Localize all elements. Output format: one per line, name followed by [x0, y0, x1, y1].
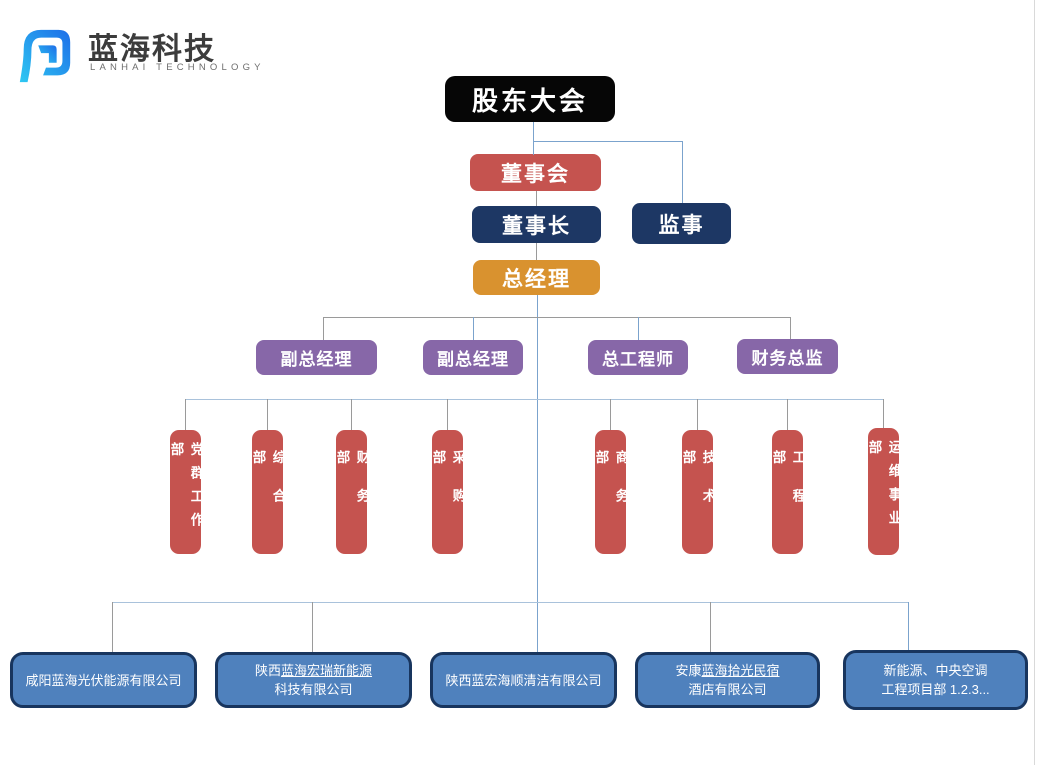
- lanhai-logo-icon: [19, 29, 71, 83]
- connector-line: [787, 399, 788, 430]
- company-text: 陕西: [254, 663, 281, 678]
- finance-director-label: 财务总监: [751, 349, 824, 368]
- company-line: 科技有限公司: [274, 682, 353, 697]
- finance-director-box: 财务总监: [737, 339, 838, 374]
- company-link-text[interactable]: 蓝海拾光民宿: [701, 663, 780, 678]
- connector-line: [710, 602, 711, 652]
- chairman-label: 董事长: [502, 214, 571, 238]
- connector-line: [312, 602, 313, 652]
- connector-line: [536, 243, 537, 260]
- shareholders-meeting-box: 股东大会: [445, 76, 615, 122]
- company-line: 安康蓝海拾光民宿: [675, 661, 779, 680]
- connector-line: [351, 399, 352, 430]
- deputy-gm-2-box: 副总经理: [423, 340, 523, 375]
- connector-line: [185, 399, 186, 430]
- connector-line: [533, 122, 534, 155]
- chairman-box: 董事长: [472, 206, 601, 243]
- chief-engineer-label: 总工程师: [602, 350, 674, 369]
- dept-operations-box: 运维事业部: [868, 428, 899, 555]
- dept-technology-box: 技术部: [682, 430, 713, 554]
- connector-line: [473, 317, 474, 340]
- supervisor-box: 监事: [632, 203, 731, 244]
- company-line: 咸阳蓝海光伏能源有限公司: [25, 671, 181, 690]
- company-line: 酒店有限公司: [688, 682, 767, 697]
- chief-engineer-box: 总工程师: [588, 340, 688, 375]
- dept-business-label: 商务部: [595, 450, 626, 527]
- connector-line: [537, 295, 538, 652]
- connector-line: [883, 399, 884, 428]
- dept-engineering-label: 工程部: [772, 450, 803, 527]
- company-text: 新能源、中央空调: [883, 663, 988, 678]
- company-line: 新能源、中央空调: [883, 661, 987, 680]
- dept-procurement-label: 采购部: [432, 450, 463, 527]
- company-line: 陕西蓝海宏瑞新能源: [255, 661, 372, 680]
- company-haishun-cleaning-box: 陕西蓝宏海顺清洁有限公司: [430, 652, 617, 708]
- board-of-directors-box: 董事会: [470, 154, 601, 191]
- connector-line: [790, 317, 791, 339]
- dept-general-box: 综合部: [252, 430, 283, 554]
- deputy-gm-1-box: 副总经理: [256, 340, 377, 375]
- general-manager-box: 总经理: [473, 260, 600, 295]
- connector-line: [533, 141, 683, 142]
- connector-line: [112, 602, 113, 652]
- connector-line: [682, 141, 683, 203]
- deputy-gm-2-label: 副总经理: [437, 350, 509, 369]
- connector-line: [186, 399, 884, 400]
- company-project-dept-box: 新能源、中央空调 工程项目部 1.2.3...: [843, 650, 1028, 710]
- dept-general-label: 综合部: [252, 450, 283, 527]
- connector-line: [323, 317, 324, 340]
- dept-party-affairs-label: 党群工作部: [170, 442, 201, 536]
- dept-finance-label: 财务部: [336, 450, 367, 527]
- deputy-gm-1-label: 副总经理: [280, 350, 353, 369]
- connector-line: [610, 399, 611, 430]
- company-hongrui-energy-box: 陕西蓝海宏瑞新能源 科技有限公司: [215, 652, 412, 708]
- connector-line: [267, 399, 268, 430]
- connector-line: [112, 602, 908, 603]
- dept-procurement-box: 采购部: [432, 430, 463, 554]
- supervisor-label: 监事: [658, 213, 705, 237]
- dept-technology-label: 技术部: [682, 450, 713, 527]
- page-edge-line: [1034, 0, 1035, 765]
- connector-line: [323, 317, 791, 318]
- logo-title: 蓝海科技: [88, 33, 216, 66]
- connector-line: [638, 317, 639, 340]
- dept-operations-label: 运维事业部: [868, 440, 899, 534]
- company-text: 陕西蓝宏海顺清洁有限公司: [445, 672, 602, 688]
- shareholders-meeting-label: 股东大会: [471, 85, 588, 116]
- company-ankang-hotel-box: 安康蓝海拾光民宿 酒店有限公司: [635, 652, 820, 708]
- dept-business-box: 商务部: [595, 430, 626, 554]
- dept-party-affairs-box: 党群工作部: [170, 430, 201, 554]
- company-link-text[interactable]: 蓝海宏瑞新能源: [281, 663, 373, 678]
- logo-subtitle: LANHAI TECHNOLOGY: [90, 62, 265, 73]
- connector-line: [697, 399, 698, 430]
- dept-engineering-box: 工程部: [772, 430, 803, 554]
- connector-line: [536, 191, 537, 206]
- board-of-directors-label: 董事会: [501, 162, 570, 186]
- company-line: 陕西蓝宏海顺清洁有限公司: [445, 671, 601, 690]
- dept-finance-box: 财务部: [336, 430, 367, 554]
- connector-line: [908, 602, 909, 650]
- company-line: 工程项目部 1.2.3...: [881, 682, 990, 697]
- company-xianyang-pv-box: 咸阳蓝海光伏能源有限公司: [10, 652, 197, 708]
- company-text: 安康: [675, 663, 702, 678]
- company-text: 咸阳蓝海光伏能源有限公司: [25, 672, 182, 688]
- general-manager-label: 总经理: [502, 267, 571, 291]
- connector-line: [447, 399, 448, 430]
